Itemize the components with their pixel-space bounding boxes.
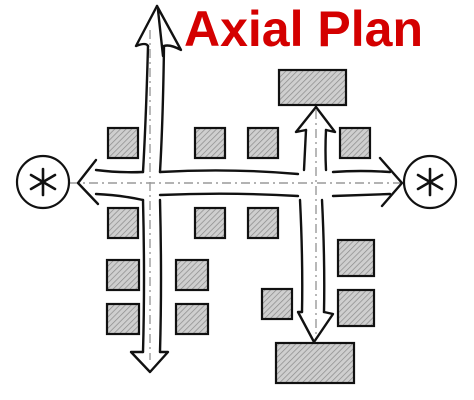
block-right-column-1: [336, 238, 376, 278]
building-blocks: [105, 68, 376, 385]
block-left-column-2: [105, 302, 141, 336]
asterisk-icon: [29, 167, 57, 197]
left-end-node: [15, 154, 71, 210]
asterisk-icon: [416, 167, 444, 197]
block-lower-left: [106, 206, 140, 240]
vertical-axis-arrow-right: [294, 105, 337, 344]
block-upper-mid-1: [193, 126, 227, 160]
block-left-column-1: [105, 258, 141, 292]
block-upper-mid-2: [246, 126, 280, 160]
diagram-title: Axial Plan: [184, 1, 423, 57]
vertical-axis-arrow-left: [129, 4, 183, 374]
block-lower-mid-2: [246, 206, 280, 240]
block-top-right-wide: [277, 68, 348, 107]
axis-centerlines: [70, 30, 404, 360]
block-mid-column-1: [174, 258, 210, 292]
right-end-node: [402, 154, 458, 210]
block-lower-mid-1: [193, 206, 227, 240]
block-right-small: [260, 287, 294, 321]
block-right-column-2: [336, 288, 376, 328]
block-upper-right: [338, 126, 372, 160]
block-bottom-wide: [274, 341, 356, 385]
block-mid-column-2: [174, 302, 210, 336]
horizontal-axis: [76, 156, 404, 208]
block-top-left: [106, 126, 140, 160]
